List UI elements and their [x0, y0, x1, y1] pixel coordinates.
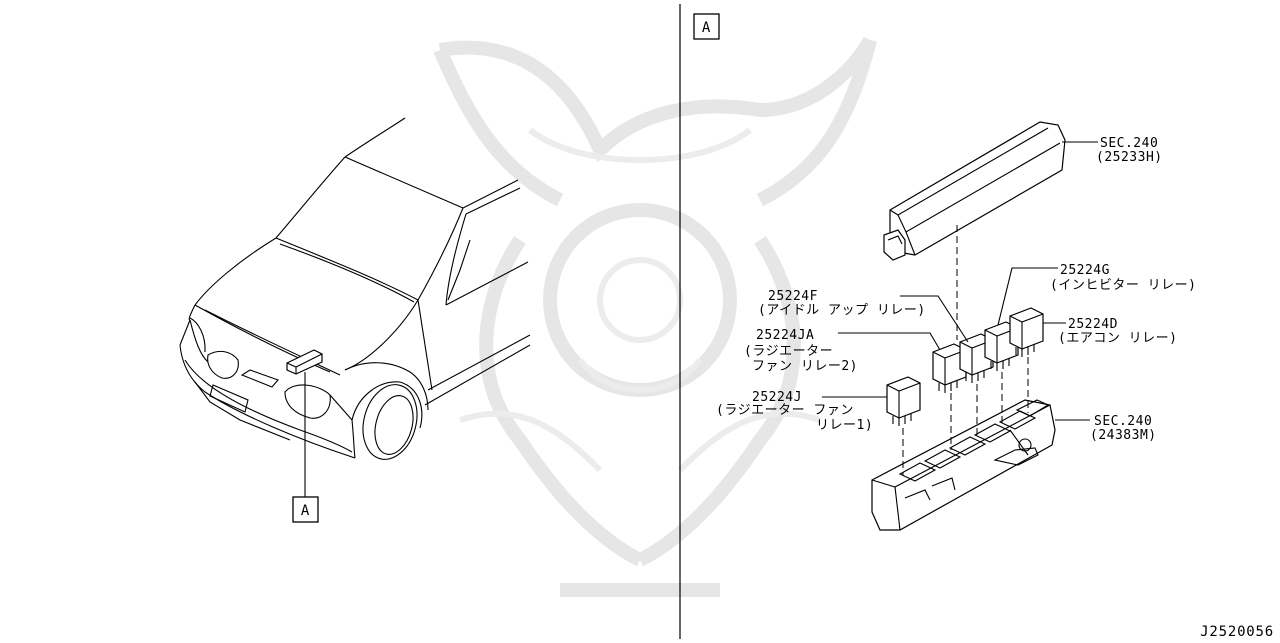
callout-25224g[interactable]: 25224G (インヒビター リレー): [1050, 263, 1196, 293]
callout-sub: (24383M): [1090, 428, 1157, 443]
view-ref-box-right: A: [693, 13, 720, 40]
callout-part: 25224F: [768, 289, 818, 304]
watermark-logo: [433, 36, 877, 597]
callout-part: 25224D: [1068, 317, 1118, 332]
relay-box-cover: [883, 121, 1066, 261]
callout-sub: (25233H): [1096, 150, 1163, 165]
callout-25224d[interactable]: 25224D (エアコン リレー): [1058, 317, 1177, 346]
vehicle-illustration: [179, 117, 531, 497]
callout-sub: (ラジエーター ファン: [716, 403, 854, 418]
callout-part: SEC.240: [1094, 414, 1152, 429]
callout-part: SEC.240: [1100, 136, 1158, 151]
callout-sub: (アイドル アップ リレー): [758, 303, 926, 318]
callout-25224f[interactable]: 25224F (アイドル アップ リレー): [758, 289, 926, 318]
relay-box-base: [871, 399, 1056, 531]
callout-sub: (インヒビター リレー): [1050, 278, 1196, 293]
relay-25224d[interactable]: [1009, 307, 1044, 357]
leader-lines: [822, 141, 1098, 421]
assembly-guides: [902, 225, 1029, 475]
callout-sub: (ラジエーター: [744, 344, 833, 359]
view-ref-box-left[interactable]: A: [292, 496, 319, 523]
relay-25224j[interactable]: [886, 376, 921, 426]
callout-sub: (エアコン リレー): [1058, 331, 1177, 346]
drawing-code: J2520056: [1200, 624, 1274, 639]
callout-25224j[interactable]: 25224J (ラジエーター ファン リレー1): [716, 390, 873, 433]
view-ref-right-label: A: [702, 20, 711, 36]
callout-sec240-cover[interactable]: SEC.240 (25233H): [1096, 136, 1163, 165]
callout-sec240-box[interactable]: SEC.240 (24383M): [1090, 414, 1157, 443]
callout-part: 25224JA: [756, 328, 814, 343]
view-ref-left-label: A: [301, 503, 310, 519]
callout-sub2: ファン リレー2): [752, 359, 858, 374]
callout-25224ja[interactable]: 25224JA (ラジエーター ファン リレー2): [744, 328, 858, 374]
callout-part: 25224J: [752, 390, 802, 405]
callout-sub2: リレー1): [816, 418, 873, 433]
callout-part: 25224G: [1060, 263, 1110, 278]
